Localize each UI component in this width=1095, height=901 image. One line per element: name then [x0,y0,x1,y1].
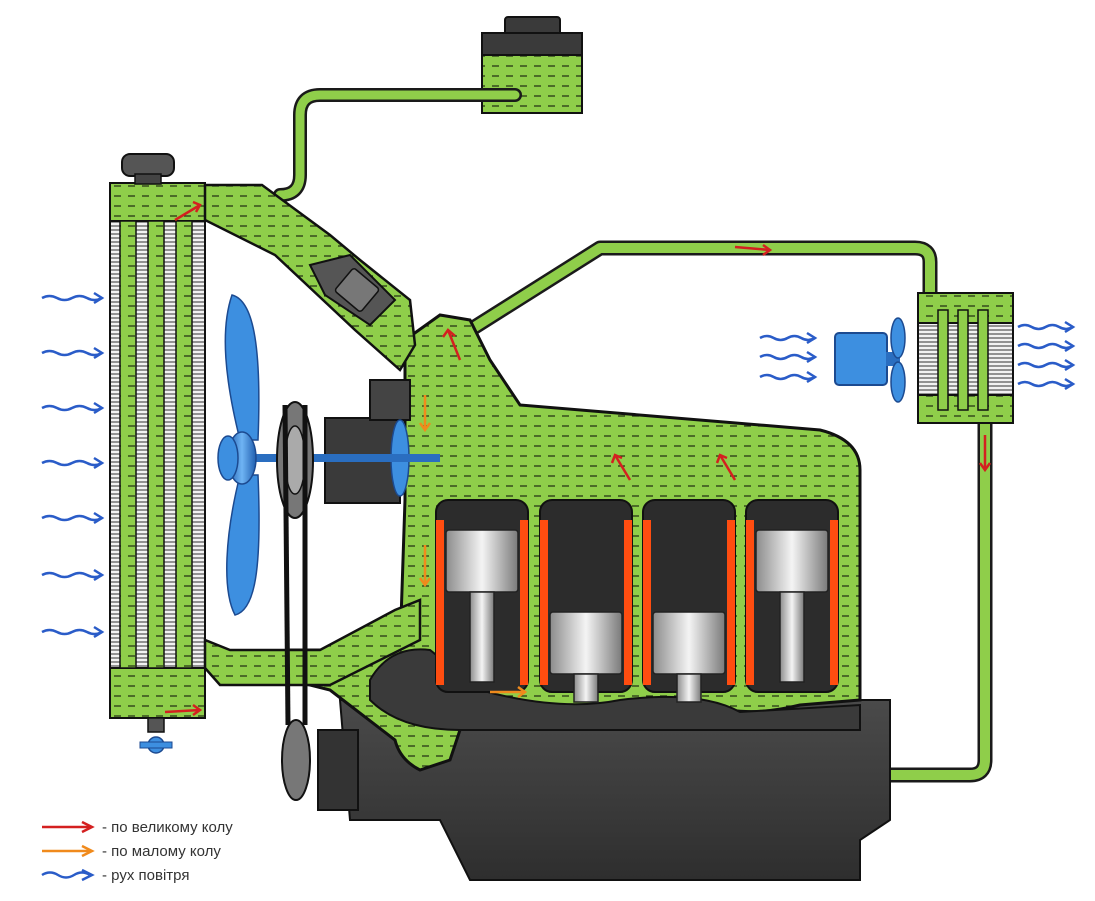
air-flow-arrow [41,294,103,302]
upper-hose [203,183,417,372]
air-flow-arrow [41,404,103,412]
air-flow-arrow [41,349,103,357]
air-flow-arrowhead [93,456,105,470]
air-flow-arrowhead [1064,358,1076,372]
air-flow-arrowhead [806,370,818,384]
water-pump-icon [230,379,440,504]
legend: - по великому колу - по малому колу - ру… [40,815,233,887]
heater-core-icon [917,292,1014,424]
air-flow-arrowhead [93,625,105,639]
air-flow-arrowhead [93,511,105,525]
legend-item-small-loop: - по малому колу [40,839,233,863]
flow-arrows-big-loop [164,200,992,717]
flow-arrows-small-loop [418,395,528,699]
heater-return-pipe [440,420,993,783]
fan-icon [217,294,260,616]
air-flow-arrowhead [93,401,105,415]
piston-icon [652,611,726,703]
radiator-cap-icon [121,153,175,185]
air-flow-arrow [41,571,103,579]
blue-arrow-icon [41,868,95,882]
air-flow-arrowhead [1064,377,1076,391]
piston-icon [549,611,623,703]
air-flow-arrowhead [1064,320,1076,334]
air-flow-arrow [1017,361,1074,369]
expansion-pipe [273,88,522,202]
air-flow-arrows-heater [759,320,1076,391]
air-flow-arrowhead [806,331,818,345]
air-flow-arrow [41,628,103,636]
air-flow-arrowhead [93,568,105,582]
air-flow-arrow [1017,323,1074,331]
red-arrow-icon [42,820,95,834]
expansion-tank-icon [481,16,583,114]
air-flow-arrow [1017,342,1074,350]
orange-arrow-icon [42,844,95,858]
heater-fan-icon [834,317,906,403]
legend-label: - по великому колу [102,818,233,836]
radiator-icon [109,182,206,719]
legend-label: - рух повітря [102,866,190,884]
air-flow-arrowhead [806,350,818,364]
pulley-icon [276,401,314,801]
air-flow-arrow [759,334,816,342]
air-flow-arrowhead [93,291,105,305]
air-flow-arrows-radiator [41,291,105,639]
air-flow-arrow [41,514,103,522]
air-flow-arrowhead [93,346,105,360]
legend-item-air-flow: - рух повітря [40,863,233,887]
legend-label: - по малому колу [102,842,221,860]
thermostat-icon [308,253,397,327]
air-flow-arrow [41,459,103,467]
air-flow-arrow [759,353,816,361]
lower-hose [203,598,422,687]
piston-icon [755,529,829,683]
engine-block [317,699,891,881]
air-flow-arrowhead [1064,339,1076,353]
heater-supply-pipe [465,240,938,337]
drain-valve-icon [139,717,173,754]
legend-item-big-loop: - по великому колу [40,815,233,839]
air-flow-arrow [759,373,816,381]
piston-icon [445,529,519,683]
air-flow-arrow [1017,380,1074,388]
